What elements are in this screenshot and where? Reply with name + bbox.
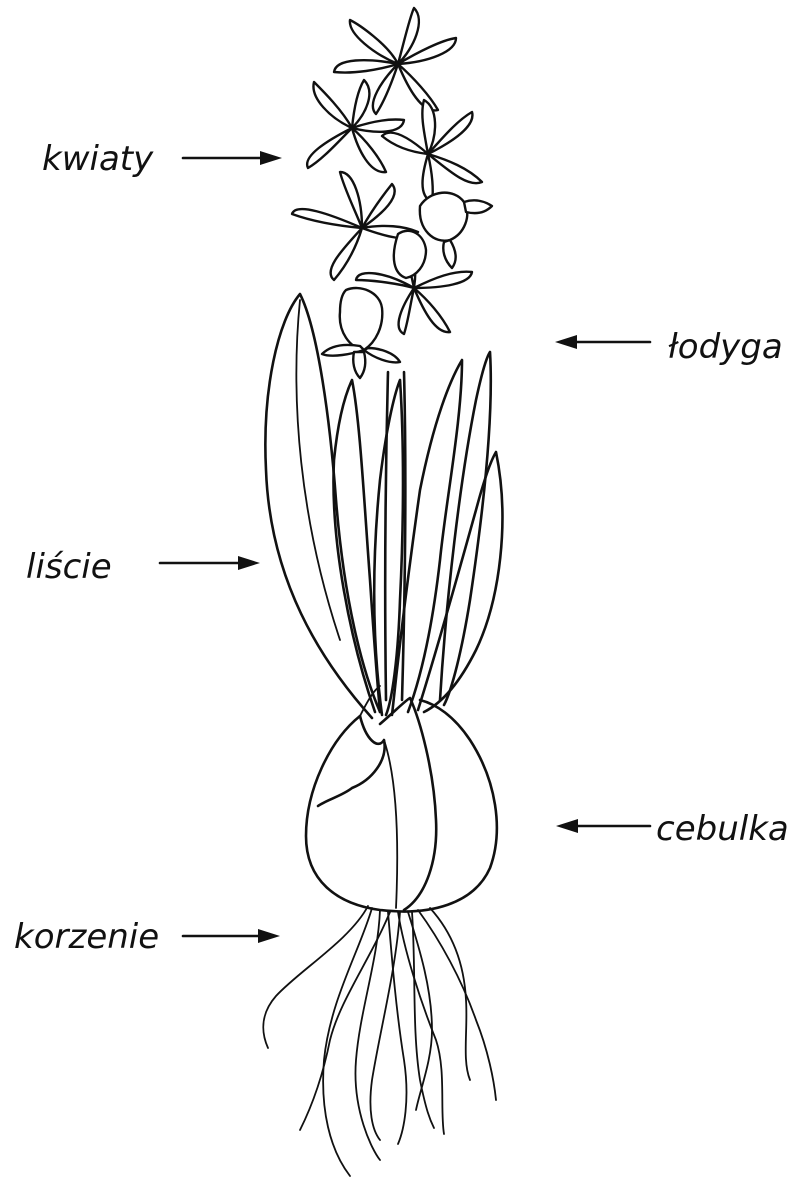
arrow-stem — [555, 335, 650, 349]
arrow-flowers — [183, 151, 282, 165]
bulb — [306, 686, 497, 911]
label-leaves: liście — [26, 547, 112, 587]
arrow-leaves — [160, 556, 260, 570]
label-flowers: kwiaty — [42, 139, 154, 179]
label-bulb: cebulka — [656, 809, 789, 849]
flowers — [292, 8, 492, 378]
roots — [263, 906, 496, 1176]
arrow-bulb — [556, 819, 650, 833]
label-stem: łodyga — [668, 327, 783, 367]
arrow-roots — [183, 929, 280, 943]
label-roots: korzenie — [14, 917, 159, 957]
